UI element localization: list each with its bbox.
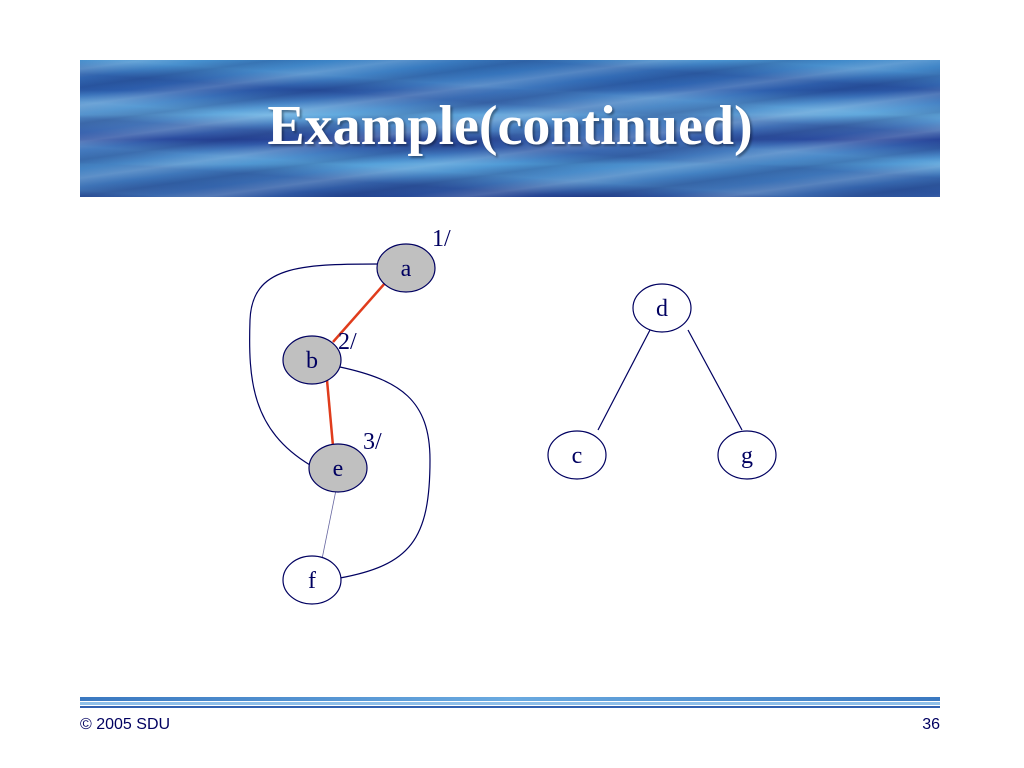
node-c-label: c xyxy=(572,443,583,469)
node-d-label: d xyxy=(656,296,668,322)
slide-title: Example(continued) xyxy=(267,95,753,157)
node-b-label: b xyxy=(306,348,318,374)
edge-a-b xyxy=(332,281,387,343)
footer-divider xyxy=(80,697,940,701)
node-e-time: 3/ xyxy=(363,429,382,455)
page-number: 36 xyxy=(922,716,940,733)
edge-b-f xyxy=(339,366,431,579)
footer-divider xyxy=(80,702,940,705)
node-g-label: g xyxy=(741,443,753,469)
node-g: g xyxy=(717,430,777,480)
node-f-label: f xyxy=(308,568,316,594)
node-d: d xyxy=(632,283,692,333)
node-a-label: a xyxy=(401,256,412,282)
node-c: c xyxy=(547,430,607,480)
edge-d-g xyxy=(687,329,743,431)
node-b-time: 2/ xyxy=(338,329,357,355)
edge-e-f xyxy=(321,489,337,560)
node-a-time: 1/ xyxy=(432,226,451,252)
title-banner: Example(continued) xyxy=(80,60,940,197)
edge-d-c xyxy=(597,329,651,431)
node-e: e xyxy=(308,443,368,493)
node-b: b xyxy=(282,335,342,385)
node-e-label: e xyxy=(333,456,344,482)
node-a: a xyxy=(376,243,436,293)
edge-a-e xyxy=(249,263,379,466)
node-f: f xyxy=(282,555,342,605)
edge-b-e xyxy=(325,379,335,447)
footer-divider xyxy=(80,706,940,708)
copyright-text: © 2005 SDU xyxy=(80,716,171,733)
